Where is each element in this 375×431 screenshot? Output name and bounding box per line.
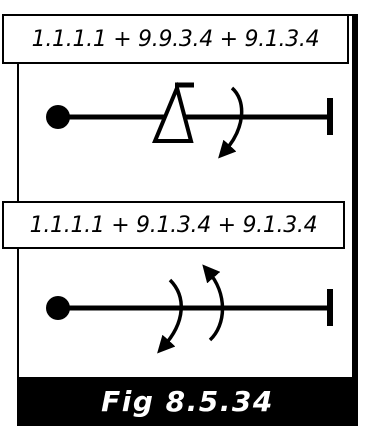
- figure-caption: Fig 8.5.34: [101, 385, 274, 418]
- start-dot-icon: [46, 296, 70, 320]
- snap-roll-triangle-icon: [152, 81, 194, 143]
- figure-top: [46, 81, 333, 159]
- half-roll-arrow-icon: [218, 86, 244, 159]
- formula-label-bottom: 1.1.1.1 + 9.1.3.4 + 9.1.3.4: [2, 201, 345, 249]
- start-dot-icon: [46, 105, 70, 129]
- half-roll-arrow-icon: [202, 264, 225, 342]
- half-roll-arrow-icon: [157, 278, 183, 354]
- figure-caption-bar: Fig 8.5.34: [17, 377, 358, 426]
- figure-bottom: [46, 264, 333, 354]
- formula-label-top: 1.1.1.1 + 9.9.3.4 + 9.1.3.4: [2, 14, 349, 64]
